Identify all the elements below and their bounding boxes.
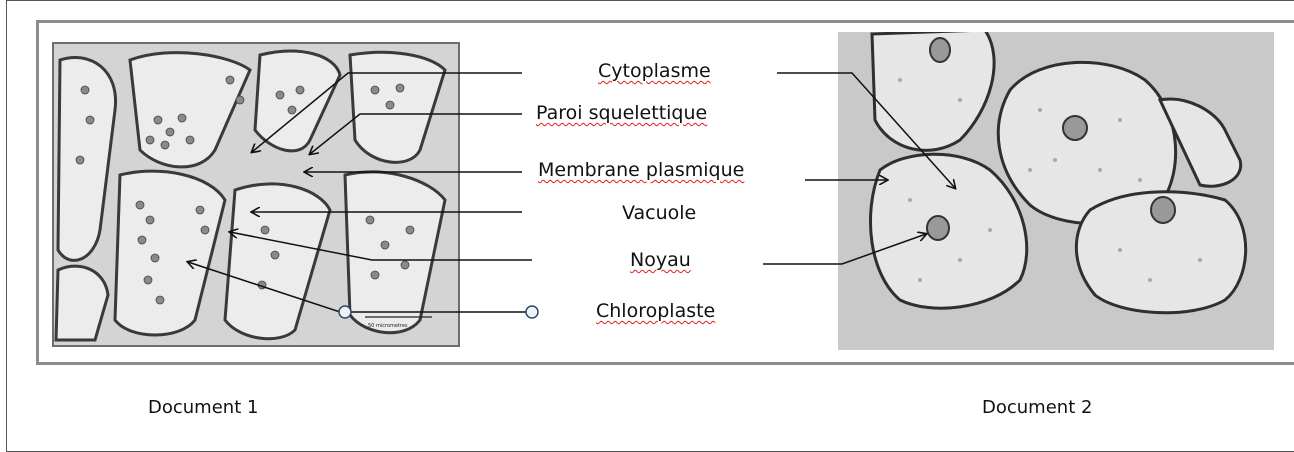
caption-document-2: Document 2 [982,399,1092,417]
label-cytoplasme: Cytoplasme [598,62,711,81]
label-paroi-squelettique: Paroi squelettique [536,104,707,123]
label-vacuole: Vacuole [622,204,696,223]
scale-bar-label: 50 micrometres [368,323,408,329]
micrograph-animal-cells [838,30,1274,350]
label-membrane-plasmique: Membrane plasmique [538,161,744,180]
label-chloroplaste: Chloroplaste [596,302,715,321]
connector-handle-left[interactable] [339,306,351,318]
connector-handle-right[interactable] [526,306,538,318]
micrograph-plant-cells [52,42,460,347]
label-noyau: Noyau [630,251,691,270]
caption-document-1: Document 1 [148,399,258,417]
